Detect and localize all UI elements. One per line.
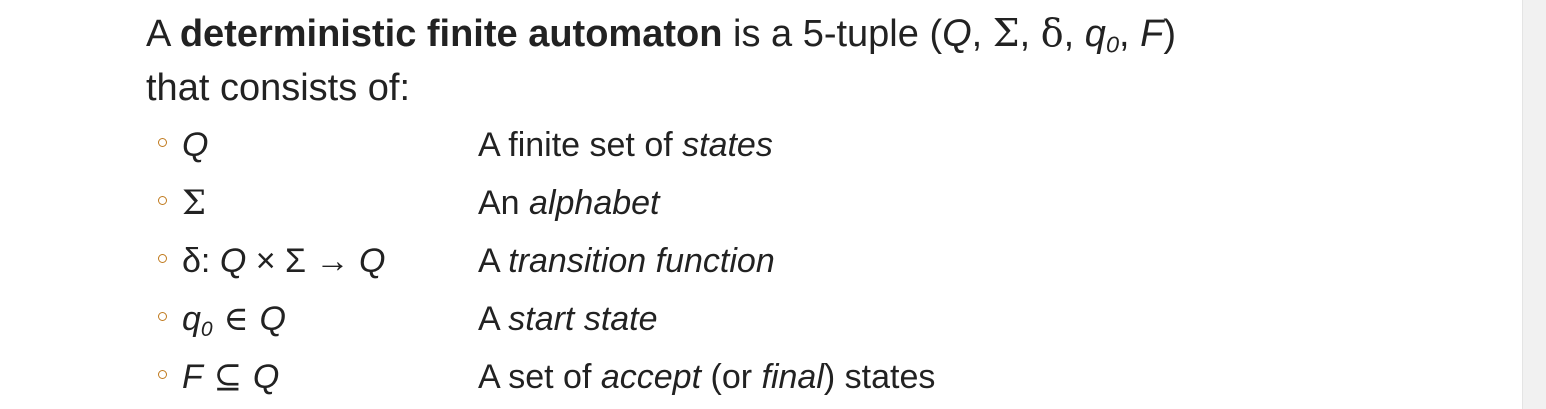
tuple-sigma: Σ bbox=[992, 11, 1020, 55]
symbol-element-of: ∈ bbox=[212, 299, 260, 339]
dfa-components-list: Q A finite set of states Σ An alphabet δ… bbox=[158, 116, 1458, 406]
desc-pre: A set of bbox=[478, 358, 601, 396]
tuple-q: Q bbox=[942, 13, 972, 55]
symbol-q0-base: q bbox=[182, 300, 201, 338]
tuple-close: ) bbox=[1163, 13, 1177, 55]
bullet-circle-icon bbox=[158, 138, 167, 147]
component-symbol: q0 ∈ Q bbox=[182, 290, 286, 348]
symbol-q-set: Q bbox=[259, 300, 286, 338]
tuple-f: F bbox=[1140, 13, 1164, 55]
desc-pre: A bbox=[478, 242, 509, 280]
component-symbol: Q bbox=[182, 116, 208, 174]
bullet-circle-icon bbox=[158, 254, 167, 263]
scrollbar-gutter[interactable] bbox=[1522, 0, 1546, 409]
tuple-q0-sub: 0 bbox=[1105, 31, 1120, 58]
component-alphabet: Σ An alphabet bbox=[158, 174, 1458, 232]
symbol-q-domain: Q bbox=[219, 242, 247, 280]
component-symbol: δ: Q × Σ → Q bbox=[182, 232, 385, 290]
component-description: A transition function bbox=[478, 232, 775, 290]
desc-italic: states bbox=[682, 126, 773, 164]
tuple-comma-2: , bbox=[1019, 13, 1041, 55]
desc-mid: (or bbox=[701, 358, 762, 396]
component-accept-states: F ⊆ Q A set of accept (or final) states bbox=[158, 348, 1458, 406]
symbol-q: Q bbox=[182, 126, 209, 164]
tuple-comma-3: , bbox=[1063, 13, 1085, 55]
bullet-circle-icon bbox=[158, 312, 167, 321]
symbol-sigma: Σ bbox=[182, 183, 207, 223]
component-description: A finite set of states bbox=[478, 116, 773, 174]
tuple-delta: δ bbox=[1040, 11, 1064, 55]
tuple-q0: q0 bbox=[1084, 13, 1120, 58]
component-start-state: q0 ∈ Q A start state bbox=[158, 290, 1458, 348]
component-description: An alphabet bbox=[478, 174, 660, 232]
desc-pre: A finite set of bbox=[478, 126, 683, 164]
symbol-q0: q0 bbox=[182, 300, 213, 341]
tuple-q0-base: q bbox=[1084, 13, 1106, 55]
intro-middle: is a 5-tuple ( bbox=[733, 13, 943, 55]
component-symbol: F ⊆ Q bbox=[182, 348, 279, 406]
component-transition-function: δ: Q × Σ → Q A transition function bbox=[158, 232, 1458, 290]
symbol-q-set: Q bbox=[252, 358, 280, 396]
bullet-circle-icon bbox=[158, 196, 167, 205]
component-symbol: Σ bbox=[182, 174, 206, 232]
intro-term: deterministic finite automaton bbox=[179, 13, 723, 55]
tuple-comma-4: , bbox=[1119, 13, 1141, 55]
intro-line-2: that consists of: bbox=[146, 67, 411, 109]
component-description: A set of accept (or final) states bbox=[478, 348, 935, 406]
desc-pre: A bbox=[478, 300, 509, 338]
symbol-subset-of: ⊆ bbox=[202, 357, 253, 397]
symbol-q0-sub: 0 bbox=[200, 317, 213, 341]
component-states: Q A finite set of states bbox=[158, 116, 1458, 174]
symbol-times-sigma-arrow: × Σ → bbox=[246, 242, 359, 280]
dfa-definition-intro: A deterministic finite automaton is a 5-… bbox=[146, 6, 1486, 115]
desc-italic-accept: accept bbox=[600, 358, 702, 396]
symbol-delta: δ: bbox=[182, 242, 220, 280]
desc-pre: An bbox=[478, 184, 530, 222]
desc-italic: transition function bbox=[508, 242, 775, 280]
desc-post: ) states bbox=[823, 358, 936, 396]
intro-article: A bbox=[146, 13, 170, 55]
symbol-q-codomain: Q bbox=[358, 242, 386, 280]
symbol-f: F bbox=[182, 358, 203, 396]
desc-italic: alphabet bbox=[529, 184, 660, 222]
component-description: A start state bbox=[478, 290, 658, 348]
desc-italic: start state bbox=[508, 300, 658, 338]
desc-italic-final: final bbox=[761, 358, 824, 396]
tuple-comma-1: , bbox=[971, 13, 993, 55]
bullet-circle-icon bbox=[158, 370, 167, 379]
